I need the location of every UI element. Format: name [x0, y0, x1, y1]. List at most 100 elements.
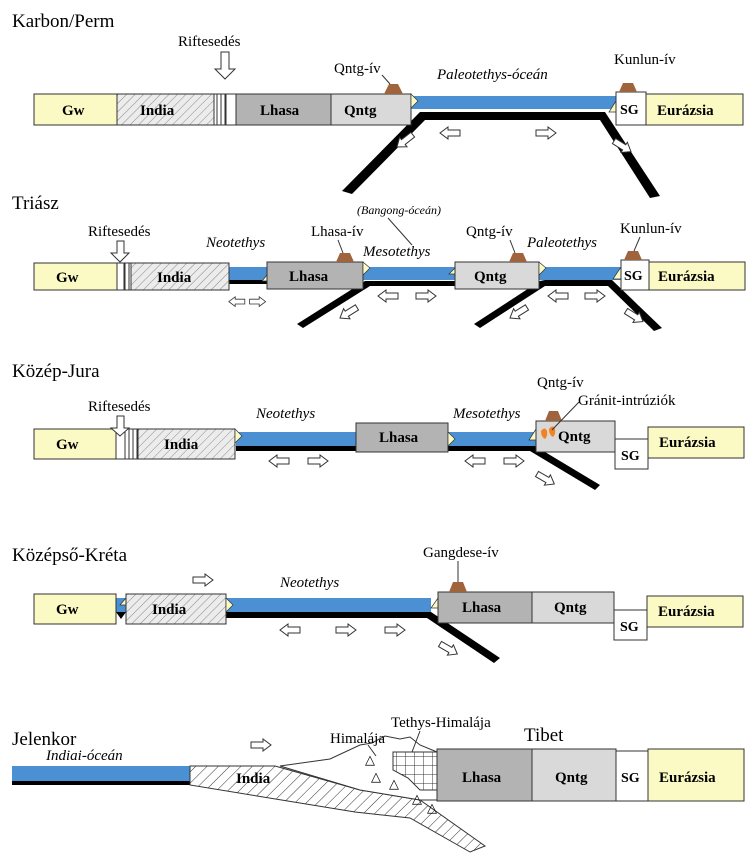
block-qntg-label: Qntg	[474, 269, 507, 285]
leader-line	[411, 730, 421, 753]
block-gw	[33, 593, 117, 625]
block-qntg	[531, 748, 617, 802]
arrow-left-icon	[279, 623, 301, 637]
neotethys-label: Neotethys	[205, 235, 265, 251]
block-qntg	[454, 261, 540, 290]
block-india-label: India	[140, 103, 175, 119]
india-motion-arrow-icon	[250, 738, 272, 752]
rift-label: Riftesedés	[88, 224, 151, 240]
accretion-wedge	[234, 428, 243, 444]
accretion-wedge	[225, 597, 234, 613]
arrow-right-icon	[535, 126, 557, 140]
volcanic-arc-icon	[336, 253, 354, 262]
arrow-right-icon	[249, 296, 267, 307]
block-india	[189, 765, 487, 853]
block-lhasa-label: Lhasa	[289, 269, 329, 285]
stage-kozep-jura: Közép-Jura Gw India Lhasa Qntg SG Eurázs…	[12, 361, 745, 490]
himalaya-label: Himalája	[330, 731, 385, 747]
block-eurasia	[647, 748, 745, 802]
kunlun-arc-label: Kunlun-ív	[614, 52, 676, 68]
block-lhasa	[355, 422, 449, 453]
rift-zone	[213, 93, 227, 126]
block-gw-label: Gw	[56, 270, 79, 286]
block-sg	[615, 91, 647, 126]
block-india	[116, 93, 215, 126]
stage-triasz: Triász Gw India Lhasa Qntg SG Eurázsia R…	[12, 193, 746, 331]
subduction-slab	[448, 446, 600, 490]
block-india-label: India	[164, 437, 199, 453]
block-india-label: India	[236, 771, 271, 787]
subduction-slab	[297, 281, 455, 328]
granite-label: Gránit-intrúziók	[578, 393, 676, 409]
rift-arrow-icon	[109, 415, 131, 437]
triangle-icon: △	[365, 752, 375, 767]
volcanic-arc-icon	[384, 84, 403, 94]
block-sg	[615, 750, 649, 802]
leader-line	[509, 239, 516, 254]
arrow-left-icon	[228, 296, 246, 307]
block-lhasa	[436, 748, 533, 802]
block-gw-label: Gw	[62, 103, 85, 119]
stage-title: Jelenkor	[12, 729, 77, 750]
ocean-strip	[226, 598, 431, 612]
arrow-left-icon	[464, 454, 486, 468]
plate-bottom	[12, 781, 190, 785]
stage-title: Triász	[12, 193, 59, 214]
kunlun-arc-label: Kunlun-ív	[620, 221, 682, 237]
block-lhasa-label: Lhasa	[462, 770, 502, 786]
rift-zone-2	[124, 428, 139, 460]
subduction-slab	[226, 612, 500, 663]
indian-ocean-strip	[12, 766, 190, 781]
arrow-downleft-icon	[336, 301, 361, 324]
block-qntg	[531, 591, 615, 624]
stage-title: Középső-Kréta	[12, 545, 128, 566]
arrow-downright-icon	[533, 468, 558, 490]
volcanic-arc-icon	[624, 251, 642, 260]
neotethys-label: Neotethys	[279, 575, 339, 591]
block-gw	[33, 262, 118, 291]
block-qntg	[535, 420, 616, 453]
stage-title: Közép-Jura	[12, 361, 100, 382]
paleotethys-label: Paleotethys	[526, 235, 597, 251]
plate-bottom	[229, 280, 267, 284]
rift-label: Riftesedés	[178, 34, 241, 50]
mesotethys-label: Mesotethys	[452, 406, 521, 422]
granite-intrusion-icon	[541, 428, 548, 439]
arrow-right-icon	[503, 454, 525, 468]
volcanic-arc-icon	[545, 411, 562, 421]
block-eurasia	[648, 261, 746, 291]
block-eurasia-label: Eurázsia	[659, 435, 716, 451]
block-qntg	[330, 93, 412, 126]
arrow-right-icon	[584, 289, 606, 303]
arrow-left-icon	[547, 289, 569, 303]
block-eurasia-label: Eurázsia	[659, 770, 716, 786]
bangong-label: (Bangong-óceán)	[357, 203, 441, 217]
block-india	[125, 593, 227, 625]
block-eurasia	[646, 595, 744, 628]
triangle-icon: △	[427, 800, 437, 815]
arrow-left-icon	[377, 289, 399, 303]
arrow-right-icon	[384, 623, 406, 637]
qntg-arc-label: Qntg-ív	[537, 375, 584, 391]
mesotethys-label: Mesotethys	[362, 244, 431, 260]
block-lhasa-label: Lhasa	[379, 430, 419, 446]
block-lhasa-label: Lhasa	[260, 103, 300, 119]
volcanic-arc-icon	[449, 582, 467, 592]
block-sg-label: SG	[624, 269, 643, 284]
block-sg-label: SG	[621, 449, 640, 464]
plate-bottom	[116, 612, 126, 619]
rift-zone	[116, 262, 125, 291]
block-india	[137, 428, 236, 460]
block-sg	[620, 259, 650, 291]
volcanic-arc-icon	[619, 83, 637, 92]
block-qntg-label: Qntg	[344, 103, 377, 119]
block-lhasa	[437, 591, 533, 624]
triangle-icon: △	[389, 776, 399, 791]
subduction-slab	[474, 280, 662, 331]
india-motion-arrow-icon	[192, 573, 214, 587]
indian-ocean-label: Indiai-óceán	[45, 748, 123, 764]
granite-intrusion-icon	[549, 426, 556, 437]
block-india	[130, 262, 230, 291]
